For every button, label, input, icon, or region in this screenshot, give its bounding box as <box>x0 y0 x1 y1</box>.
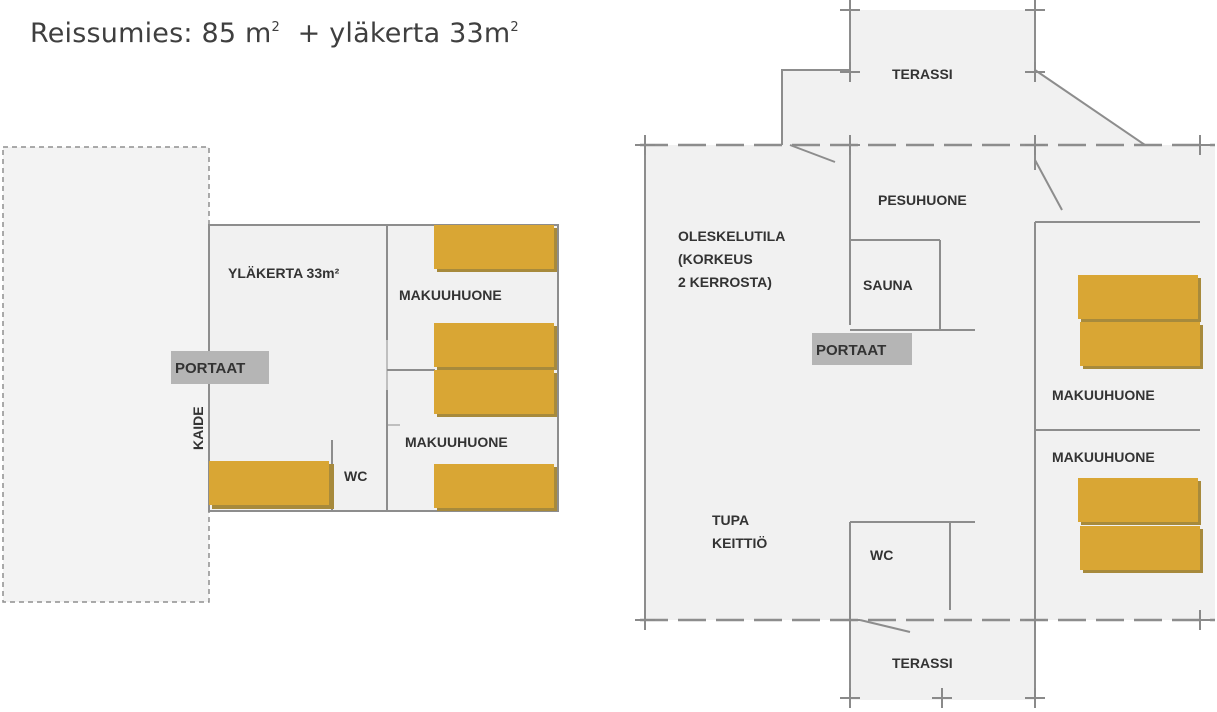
title-upper-area: + yläkerta 33m <box>297 18 511 49</box>
bed-upper-1 <box>434 225 557 272</box>
upper-wc-label: WC <box>344 468 367 484</box>
bed-upper-3 <box>434 370 557 417</box>
bathroom-label: PESUHUONE <box>878 192 967 208</box>
main-bedroom-2-label: MAKUUHUONE <box>1052 449 1155 465</box>
terrace-top-area <box>782 10 1145 145</box>
title-main-sup: 2 <box>271 20 281 35</box>
living-label-3: 2 KERROSTA) <box>678 274 772 290</box>
sauna-label: SAUNA <box>863 277 913 293</box>
bed-main-1 <box>1078 275 1201 322</box>
title-main-area: 85 m <box>201 18 272 49</box>
railing-label: KAIDE <box>190 406 206 450</box>
terrace-bottom-label: TERASSI <box>892 655 953 671</box>
bed-main-3 <box>1078 478 1201 525</box>
kitchen-label-2: KEITTIÖ <box>712 535 767 551</box>
terrace-top-label: TERASSI <box>892 66 953 82</box>
bed-upper-4 <box>434 464 557 511</box>
bed-main-4 <box>1080 526 1203 573</box>
terrace-bottom-area <box>850 620 1035 700</box>
kitchen-label-1: TUPA <box>712 512 749 528</box>
bed-upper-5 <box>209 461 334 509</box>
upper-floor-label: YLÄKERTA 33m² <box>228 265 340 281</box>
stairs-marker-main <box>812 333 912 365</box>
title-name: Reissumies <box>30 18 184 49</box>
living-label-2: (KORKEUS <box>678 251 753 267</box>
main-bedroom-1-label: MAKUUHUONE <box>1052 387 1155 403</box>
upper-bedroom-1-label: MAKUUHUONE <box>399 287 502 303</box>
upper-floor-plan: YLÄKERTA 33m² MAKUUHUONE MAKUUHUONE PORT… <box>2 146 559 603</box>
main-floor-plan: TERASSI PESUHUONE OLESKELUTILA (KORKEUS … <box>634 0 1215 709</box>
title-upper-sup: 2 <box>510 20 519 35</box>
page-title: Reissumies: 85 m2 + yläkerta 33m2 <box>30 18 519 49</box>
stairs-marker-upper <box>171 351 269 384</box>
upper-bedroom-2-label: MAKUUHUONE <box>405 434 508 450</box>
main-stairs-label: PORTAAT <box>816 342 886 359</box>
main-wc-label: WC <box>870 547 893 563</box>
bed-upper-2 <box>434 323 557 370</box>
living-label-1: OLESKELUTILA <box>678 228 785 244</box>
upper-stairs-label: PORTAAT <box>175 360 245 377</box>
bed-main-2 <box>1080 322 1203 369</box>
